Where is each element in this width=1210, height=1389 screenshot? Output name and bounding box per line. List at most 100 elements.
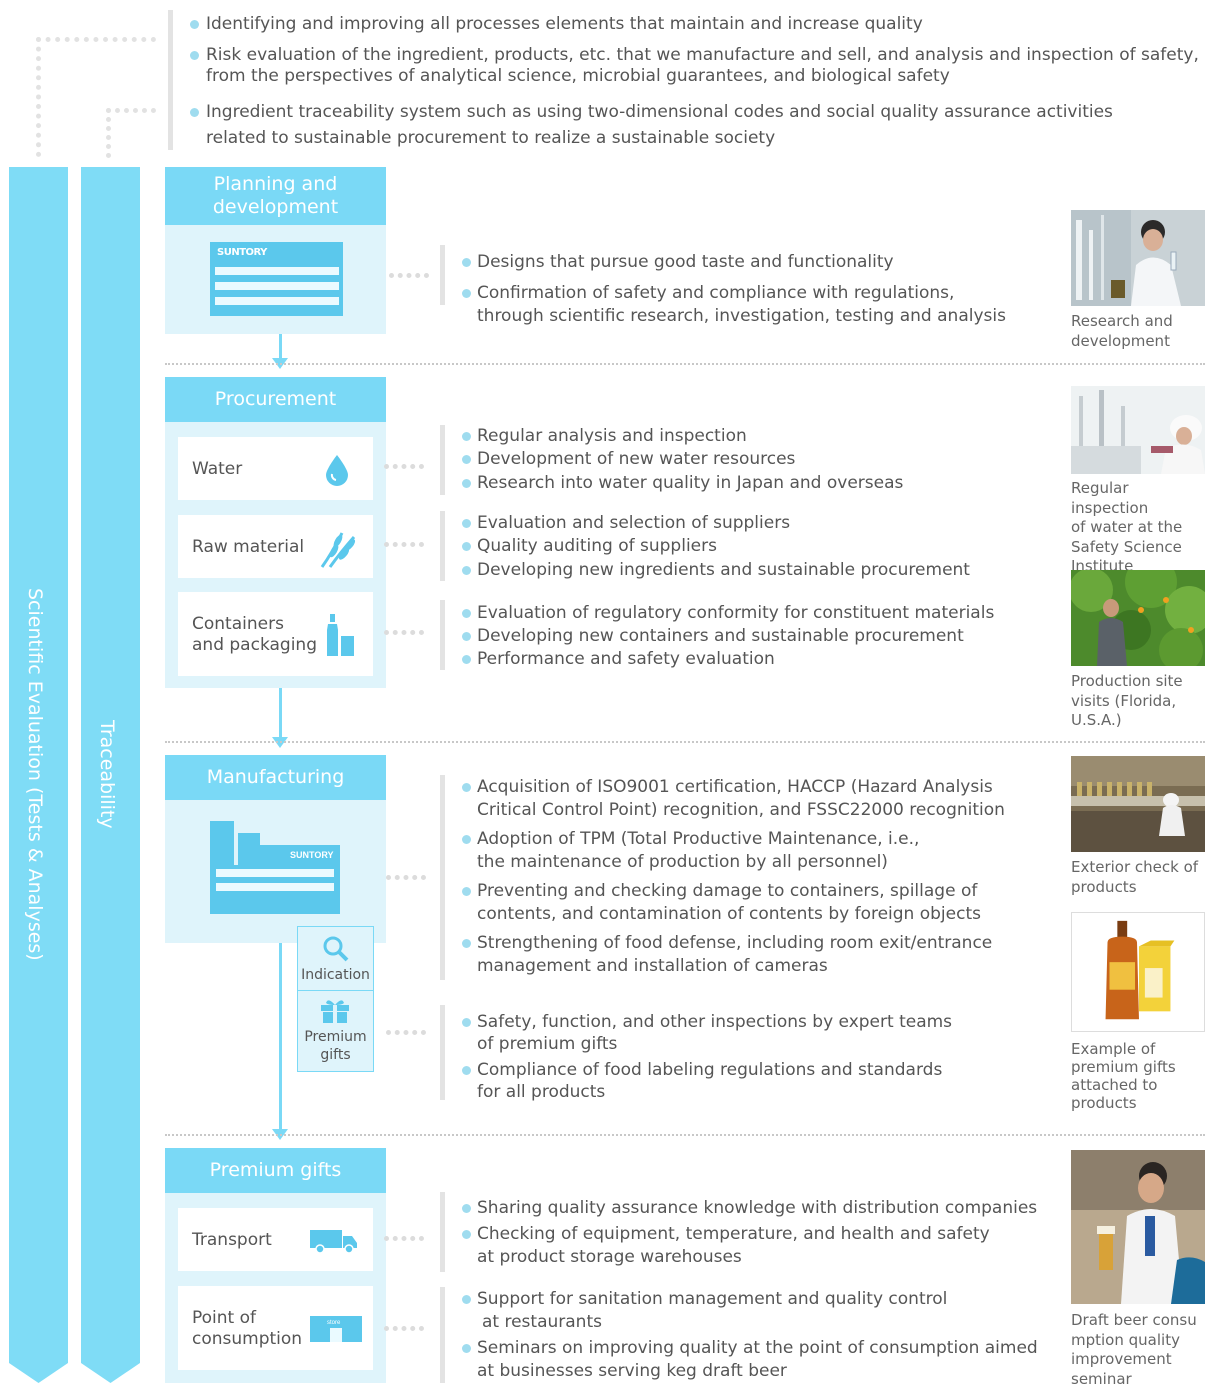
bullet-divider-bar [440,600,445,670]
bullet-item: Support for sanitation management and qu… [462,1288,947,1311]
svg-text:SUNTORY: SUNTORY [290,850,334,860]
flow-line [279,334,282,359]
connector-dots [384,464,424,469]
bullet-item: Development of new water resources [462,448,795,471]
bullet-divider-bar [440,245,445,305]
svg-text:store: store [327,1320,341,1326]
raw-material-item: Raw material [178,515,373,578]
top-bullet-continued: from the perspectives of analytical scie… [206,66,950,86]
bottles-icon [327,614,354,656]
bullet-divider-bar [440,1287,445,1383]
bullet-continued: contents, and contamination of contents … [477,904,981,924]
flow-line [279,688,282,737]
magnifier-icon [323,936,349,962]
water-item: Water [178,437,373,500]
point-of-consumption-item: Point of consumption store [178,1286,373,1370]
bullet-divider-bar [440,775,445,980]
bullet-item: Preventing and checking damage to contai… [462,880,977,903]
connector-dots [386,1030,426,1035]
bullet-item: Safety, function, and other inspections … [462,1011,952,1034]
distribution-stage: Premium gifts Transport Point of consump… [165,1148,386,1383]
bullet-item: Sharing quality assurance knowledge with… [462,1197,1037,1220]
scientific-evaluation-arrow [9,167,68,1383]
manufacturing-title: Manufacturing [165,755,386,800]
bullet-item: Performance and safety evaluation [462,648,775,671]
manufacturing-stage: Manufacturing SUNTORY [165,755,386,943]
bullet-item: Developing new ingredients and sustainab… [462,559,970,582]
bullet-item: Designs that pursue good taste and funct… [462,251,894,274]
transport-item: Transport [178,1208,373,1271]
research-photo [1071,210,1205,306]
top-bullet: Risk evaluation of the ingredient, produ… [190,45,1199,66]
premium-gifts-photo [1071,912,1205,1032]
bullet-divider-bar [440,1005,445,1100]
bullet-continued: through scientific research, investigati… [477,306,1006,326]
bullet-divider-bar [440,425,445,495]
bullet-item: Regular analysis and inspection [462,425,747,448]
bullet-item: Quality auditing of suppliers [462,535,717,558]
bullet-item: Checking of equipment, temperature, and … [462,1223,990,1246]
bullet-continued: at restaurants [482,1312,602,1332]
top-connector-dots [36,37,156,42]
top-connector-dots [106,108,156,113]
connector-dots [384,630,424,635]
bullet-divider-bar [440,511,445,581]
top-bullet-continued: related to sustainable procurement to re… [206,128,776,148]
traceability-arrow [81,167,140,1383]
water-drop-icon [326,455,348,486]
connector-dots [384,1326,424,1331]
bullet-item: Adoption of TPM (Total Productive Mainte… [462,828,919,851]
connector-dots [386,875,426,880]
top-bullet: Identifying and improving all processes … [190,14,923,35]
bullet-item: Seminars on improving quality at the poi… [462,1337,1038,1360]
distribution-title: Premium gifts [165,1148,386,1193]
top-bullet: Ingredient traceability system such as u… [190,102,1113,123]
section-separator [165,363,1205,365]
truck-icon [310,1230,357,1254]
procurement-stage: Procurement Water Raw material Container… [165,377,386,688]
top-connector-dots [36,37,41,157]
connector-dots [389,273,429,278]
section-separator [165,1134,1205,1136]
bullet-continued: for all products [477,1082,606,1102]
bullet-item: Compliance of food labeling regulations … [462,1059,942,1082]
bullet-continued: Critical Control Point) recognition, and… [477,800,1005,820]
bullet-continued: of premium gifts [477,1034,618,1054]
production-site-photo [1071,570,1205,666]
bullet-item: Developing new containers and sustainabl… [462,625,964,648]
bullet-item: Evaluation and selection of suppliers [462,512,790,535]
planning-stage: Planning and development SUNTORY [165,167,386,334]
bullet-item: Acquisition of ISO9001 certification, HA… [462,776,993,799]
exterior-check-photo [1071,756,1205,852]
top-connector-dots [106,108,111,158]
bullet-item: Confirmation of safety and compliance wi… [462,282,954,305]
top-divider-bar [168,10,173,150]
traceability-label: Traceability [96,720,118,829]
water-inspection-photo [1071,386,1205,474]
bullet-continued: at product storage warehouses [477,1247,742,1267]
connector-dots [384,1236,424,1241]
connector-dots [384,542,424,547]
flow-line [279,943,282,1129]
gift-icon [321,1000,349,1023]
store-icon: store [310,1316,362,1342]
document-icon: SUNTORY [210,242,343,316]
wheat-icon [320,532,356,568]
factory-icon: SUNTORY [210,821,340,914]
section-separator [165,741,1205,743]
procurement-title: Procurement [165,377,386,422]
bullet-continued: management and installation of cameras [477,956,828,976]
scientific-evaluation-label: Scientific Evaluation (Tests & Analyses) [24,588,46,961]
containers-item: Containers and packaging [178,592,373,676]
indication-box: Indication Premium gifts [297,926,374,1072]
draft-beer-seminar-photo [1071,1150,1205,1304]
bullet-item: Strengthening of food defense, including… [462,932,992,955]
bullet-continued: at businesses serving keg draft beer [477,1361,787,1381]
bullet-divider-bar [440,1192,445,1272]
